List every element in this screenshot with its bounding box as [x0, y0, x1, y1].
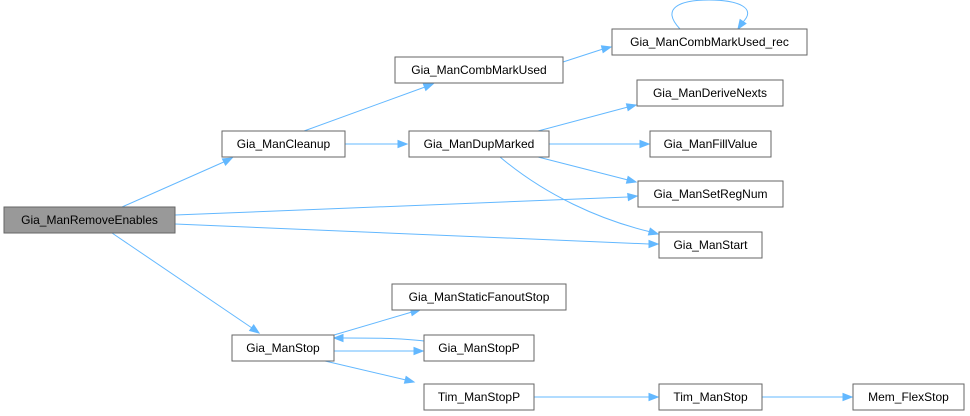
arrowhead-icon — [842, 392, 854, 402]
node-label: Gia_ManDupMarked — [424, 137, 535, 151]
node-gia-manstart[interactable]: Gia_ManStart — [658, 231, 763, 259]
node-gia-manfillvalue[interactable]: Gia_ManFillValue — [649, 130, 772, 158]
node-label: Gia_ManCleanup — [237, 137, 331, 151]
edge-line — [342, 337, 425, 342]
edge-line — [671, 0, 749, 30]
node-tim-manstopp[interactable]: Tim_ManStopP — [423, 383, 535, 411]
edge-timManStop-to-memFlexStop — [762, 392, 854, 402]
edge-line — [537, 156, 629, 181]
node-mem-flexstop[interactable]: Mem_FlexStop — [852, 383, 965, 411]
edge-dupMarked-to-fillValue — [549, 139, 651, 149]
node-gia-mancombmarkused-rec[interactable]: Gia_ManCombMarkUsed_rec — [611, 28, 808, 56]
arrowhead-icon — [648, 239, 660, 249]
node-gia-manstopp[interactable]: Gia_ManStopP — [423, 334, 535, 362]
arrowhead-icon — [403, 375, 416, 384]
arrowhead-icon — [737, 18, 747, 31]
node-tim-manstop[interactable]: Tim_ManStop — [658, 383, 763, 411]
arrowhead-icon — [221, 157, 234, 167]
node-label: Gia_ManRemoveEnables — [21, 213, 158, 227]
arrowhead-icon — [648, 392, 660, 402]
edge-stop-to-stopP — [334, 346, 425, 356]
edge-line — [333, 311, 413, 336]
node-gia-mancombmarkused[interactable]: Gia_ManCombMarkUsed — [394, 56, 564, 84]
edge-removeEnables-to-cleanup — [121, 157, 234, 208]
nodes-layer: Gia_ManRemoveEnables Gia_ManCleanup Gia_… — [3, 28, 965, 411]
node-label: Mem_FlexStop — [868, 390, 949, 404]
node-label: Gia_ManStaticFanoutStop — [409, 290, 550, 304]
edge-removeEnables-to-start — [174, 223, 660, 249]
edge-cleanup-to-combMarkUsed — [303, 83, 435, 132]
node-gia-mancleanup[interactable]: Gia_ManCleanup — [221, 130, 346, 158]
node-label: Tim_ManStopP — [438, 390, 520, 404]
edge-dupMarked-to-deriveNexts — [537, 103, 638, 132]
edge-dupMarked-to-start — [499, 156, 660, 236]
node-gia-mansetregnum[interactable]: Gia_ManSetRegNum — [637, 180, 784, 208]
arrowhead-icon — [600, 45, 613, 54]
edge-line — [111, 232, 253, 329]
node-label: Gia_ManStop — [246, 341, 320, 355]
node-label: Gia_ManStopP — [438, 341, 519, 355]
edge-stop-to-staticFanoutStop — [333, 308, 422, 336]
node-gia-manstaticfanoutstop[interactable]: Gia_ManStaticFanoutStop — [391, 283, 567, 311]
arrowhead-icon — [639, 139, 651, 149]
edge-combMarkUsed-to-combMarkUsedRec — [562, 45, 613, 63]
edge-cleanup-to-dupMarked — [345, 139, 409, 149]
node-label: Gia_ManFillValue — [664, 137, 758, 151]
arrowhead-icon — [647, 227, 660, 236]
arrowhead-icon — [627, 192, 639, 202]
edge-line — [324, 360, 407, 381]
edge-line — [562, 48, 604, 63]
edge-line — [499, 156, 652, 233]
arrowhead-icon — [625, 103, 638, 112]
node-gia-manderivenexts[interactable]: Gia_ManDeriveNexts — [636, 79, 784, 107]
arrowhead-icon — [413, 346, 425, 356]
node-gia-manstop[interactable]: Gia_ManStop — [231, 334, 335, 362]
edge-timManStopP-to-timManStop — [534, 392, 660, 402]
node-label: Gia_ManCombMarkUsed — [411, 63, 546, 77]
node-label: Gia_ManSetRegNum — [653, 187, 767, 201]
edges-layer — [111, 0, 854, 402]
edge-removeEnables-to-setRegNum — [174, 192, 639, 216]
edge-stop-to-timManStopP — [324, 360, 416, 384]
arrowhead-icon — [332, 333, 344, 343]
edge-stopP-to-stop — [332, 333, 425, 343]
edge-line — [174, 223, 650, 245]
arrowhead-icon — [397, 139, 409, 149]
arrowhead-icon — [422, 83, 435, 92]
node-label: Gia_ManCombMarkUsed_rec — [630, 35, 789, 49]
arrowhead-icon — [248, 324, 261, 334]
node-label: Tim_ManStop — [673, 390, 748, 404]
node-gia-manremoveenables[interactable]: Gia_ManRemoveEnables — [3, 206, 176, 234]
edge-combMarkUsedRec-to-combMarkUsedRec — [671, 0, 749, 31]
arrowhead-icon — [625, 175, 638, 184]
edge-line — [174, 196, 629, 216]
edge-line — [303, 86, 426, 132]
node-label: Gia_ManDeriveNexts — [653, 86, 767, 100]
edge-dupMarked-to-setRegNum — [537, 156, 638, 184]
edge-removeEnables-to-stop — [111, 232, 261, 334]
node-label: Gia_ManStart — [673, 238, 748, 252]
edge-line — [121, 160, 227, 208]
edge-line — [537, 106, 629, 132]
node-gia-mandupmarked[interactable]: Gia_ManDupMarked — [408, 130, 550, 158]
